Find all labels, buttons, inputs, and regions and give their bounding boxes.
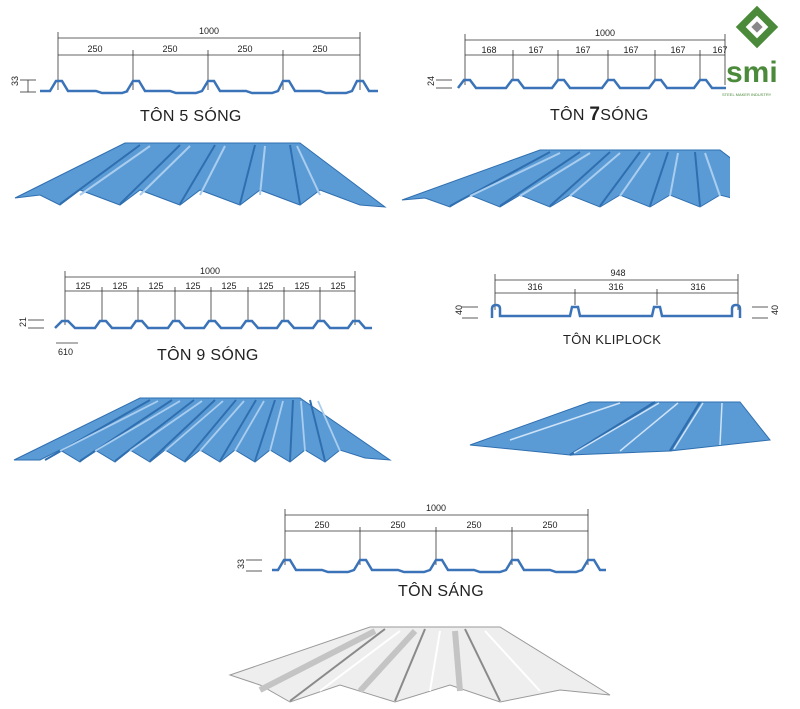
tonsang-height-dim: 33: [236, 559, 246, 569]
panel-tonsang: 1000 250 250 250 250 33: [200, 495, 620, 704]
logo-wordmark: smi: [726, 56, 778, 89]
ton5-height-dim: 33: [10, 76, 20, 86]
tonsang-seg-2: 250: [390, 520, 405, 530]
ton7-seg-4: 167: [623, 45, 638, 55]
ton5-seg-1: 250: [87, 44, 102, 54]
ton9-total-dim: 1000: [200, 266, 220, 276]
ton7-height-dim: 24: [426, 76, 436, 86]
tonsang-seg-4: 250: [542, 520, 557, 530]
ton7-seg-1: 168: [481, 45, 496, 55]
ton9-seg-2: 125: [112, 281, 127, 291]
ton7-ribs: [449, 151, 701, 207]
kliplock-seg-2: 316: [608, 282, 623, 292]
ton5-seg-4: 250: [312, 44, 327, 54]
ton9-seg-6: 125: [258, 281, 273, 291]
tonsang-drawing: 1000 250 250 250 250 33: [228, 503, 611, 703]
ton7-title-prefix: TÔN: [550, 107, 590, 124]
ton7-title-suffix: SÓNG: [600, 107, 649, 124]
tonsang-seg-1: 250: [314, 520, 329, 530]
ton5-drawing: 1000 250 250 250 250 33: [10, 26, 387, 208]
tonsang-profile: [272, 558, 606, 574]
ton9-seg-7: 125: [294, 281, 309, 291]
tonsang-ribs: [289, 628, 501, 702]
ton9-seg-3: 125: [148, 281, 163, 291]
ton7-seg-5: 167: [670, 45, 685, 55]
tonsang-sheet: [228, 626, 611, 703]
ton9-sheet: [13, 397, 392, 463]
kliplock-total-dim: 948: [610, 268, 625, 278]
ton5-ribs: [59, 144, 301, 205]
ton9-ribs: [44, 399, 326, 462]
kliplock-height-left: 40: [454, 305, 464, 315]
kliplock-title: TÔN KLIPLOCK: [563, 332, 662, 347]
kliplock-profile: [490, 303, 742, 318]
ton5-title: TÔN 5 SÓNG: [140, 108, 242, 125]
ton9-seg-4: 125: [185, 281, 200, 291]
tonsang-seg-3: 250: [466, 520, 481, 530]
ton7-seg-3: 167: [575, 45, 590, 55]
ton7-total-dim: 1000: [595, 28, 615, 38]
smi-logo: smi STEEL MAKER INDUSTRY: [718, 2, 798, 102]
ton7-title-number: 7: [589, 104, 601, 125]
ton9-profile: [54, 319, 372, 330]
kliplock-drawing: 948 316 316 316 40 40: [454, 268, 780, 457]
ton9-height-dim: 21: [18, 317, 28, 327]
ton9-seg-8: 125: [330, 281, 345, 291]
ton7-title: TÔN 7SÓNG: [550, 104, 649, 126]
kliplock-sheet: [469, 401, 771, 456]
ton7-profile: [457, 78, 726, 90]
kliplock-height-right: 40: [770, 305, 780, 315]
ton9-seg-1: 125: [75, 281, 90, 291]
panel-ton5: 1000 250 250 250 250 33: [0, 0, 400, 220]
tonsang-title: TÔN SÁNG: [398, 583, 484, 600]
ton7-sheet: [401, 149, 787, 208]
panel-kliplock: 948 316 316 316 40 40 TÔN KLIPLOCK: [440, 255, 800, 470]
kliplock-seg-1: 316: [527, 282, 542, 292]
kliplock-seg-3: 316: [690, 282, 705, 292]
panel-ton7: 1000 168 167 167 167 167 167 24: [400, 0, 787, 220]
ton7-seg-2: 167: [528, 45, 543, 55]
ton9-title: TÔN 9 SÓNG: [157, 347, 259, 364]
logo-tagline: STEEL MAKER INDUSTRY: [722, 92, 772, 97]
ton5-profile: [40, 79, 378, 95]
panel-ton9: 1000 125 125 125 125 125 125 125 125 21 …: [0, 255, 400, 470]
ton9-seg-5: 125: [221, 281, 236, 291]
ton5-seg-2: 250: [162, 44, 177, 54]
smi-logo-mark: smi STEEL MAKER INDUSTRY: [722, 5, 779, 97]
ton5-total-dim: 1000: [199, 26, 219, 36]
ton9-drawing: 1000 125 125 125 125 125 125 125 125 21 …: [13, 266, 392, 463]
ton7-seg-6: 167: [712, 45, 727, 55]
ton5-seg-3: 250: [237, 44, 252, 54]
ton7-drawing: 1000 168 167 167 167 167 167 24: [401, 28, 787, 208]
ton9-pitch-dim: 610: [58, 347, 73, 357]
tonsang-total-dim: 1000: [426, 503, 446, 513]
